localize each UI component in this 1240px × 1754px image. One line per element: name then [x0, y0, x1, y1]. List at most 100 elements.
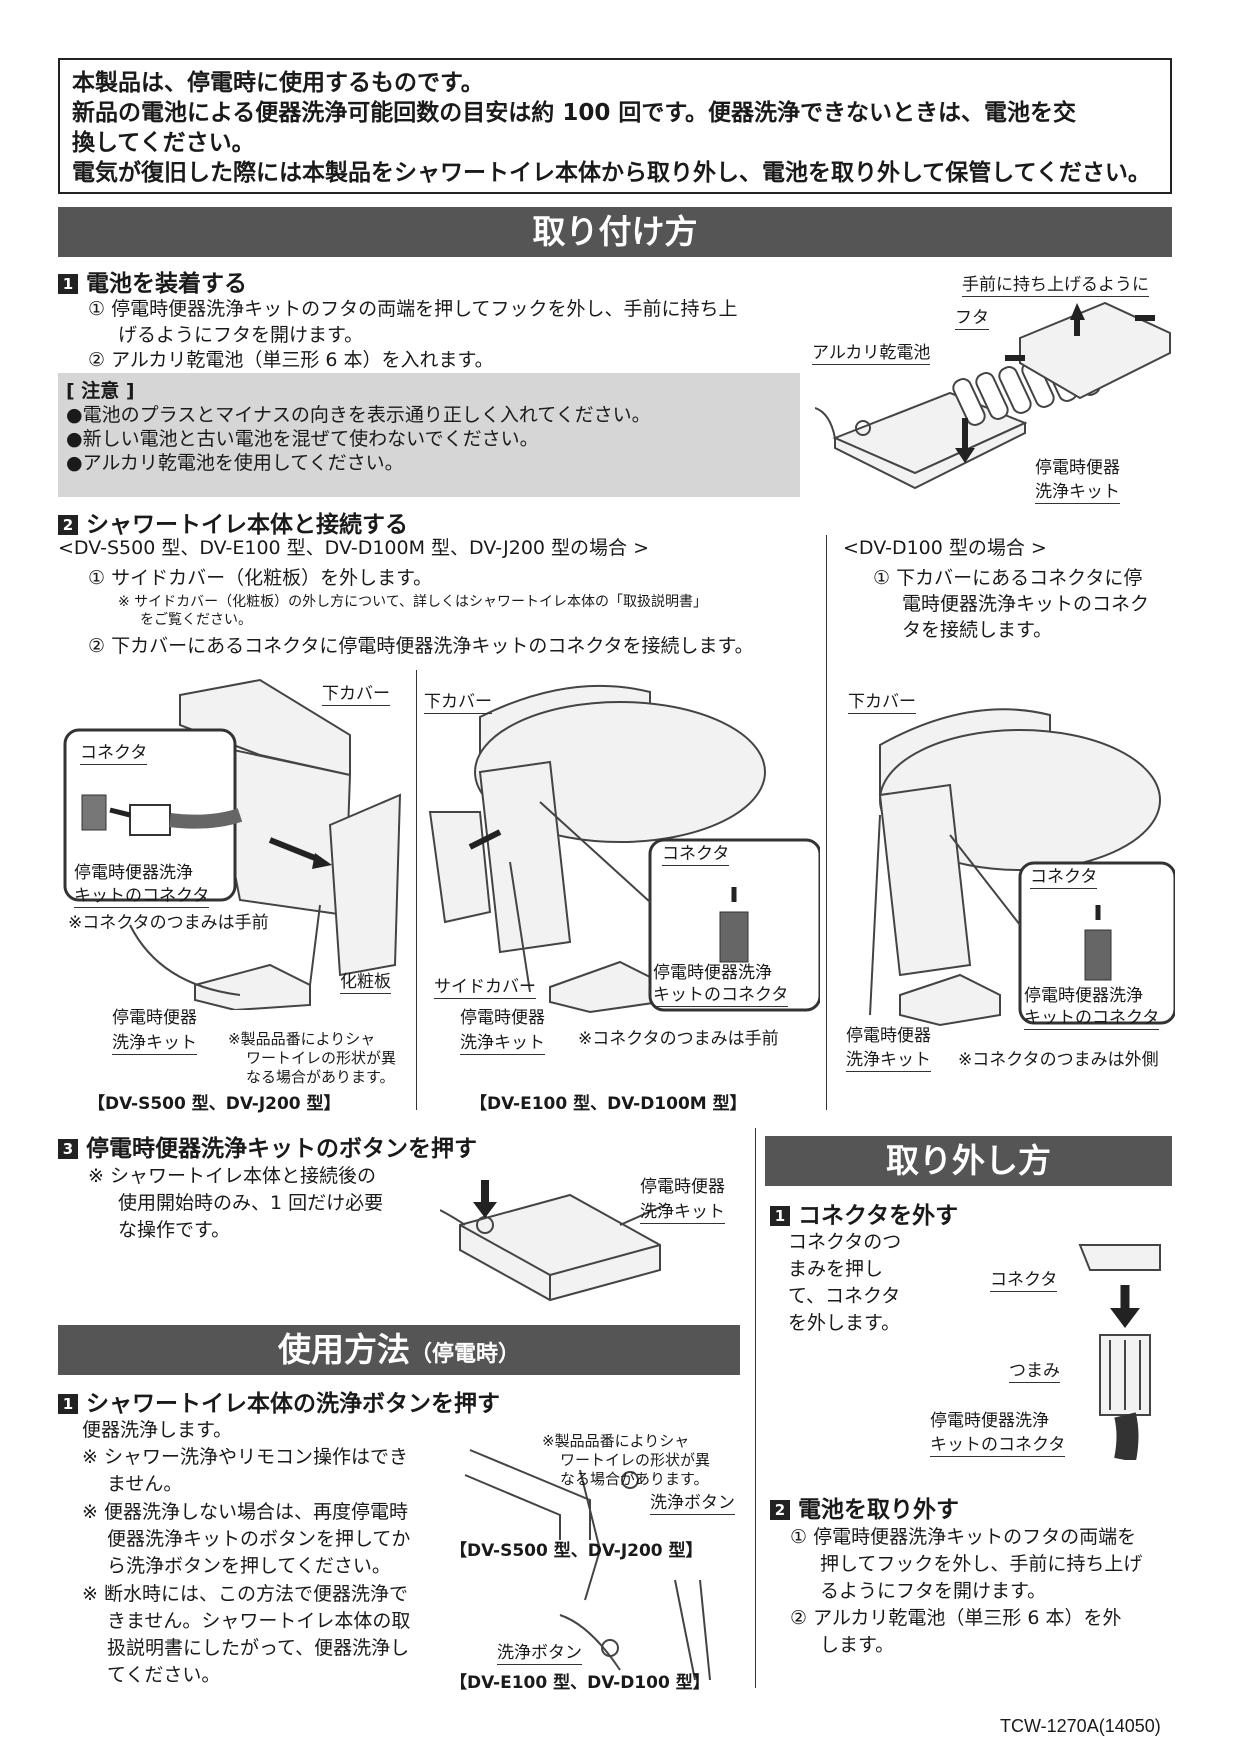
label-kit-connector: キットのコネクタ — [74, 886, 210, 908]
caution-item: ●電池のプラスとマイナスの向きを表示通り正しく入れてください。 — [66, 404, 651, 426]
label-flush-button: 洗浄ボタン — [497, 1643, 582, 1665]
label-connector: コネクタ — [80, 743, 148, 765]
remove-line: を外します。 — [788, 1312, 901, 1334]
column-divider — [826, 535, 827, 1110]
intro-line: 電気が復旧した際には本製品をシャワートイレ本体から取り外し、電池を取り外して保管… — [72, 160, 1151, 186]
label-kit-connector: 停電時便器洗浄 — [653, 963, 772, 983]
step-title: シャワートイレ本体と接続する — [86, 512, 408, 538]
shape-note: ※製品品番によりシャ — [228, 1030, 376, 1048]
step3-note: な操作です。 — [118, 1219, 231, 1241]
intro-line: 換してください。 — [72, 130, 255, 156]
fig-label-lid: フタ — [955, 308, 989, 330]
usage-line: ※ 便器洗浄しない場合は、再度停電時 — [82, 1501, 408, 1523]
remove-line: るようにフタを開けます。 — [820, 1580, 1047, 1602]
shape-note: ワートイレの形状が異 — [246, 1049, 397, 1067]
label-connector: コネクタ — [990, 1270, 1058, 1292]
step-title: コネクタを外す — [798, 1203, 959, 1229]
step-title: シャワートイレ本体の洗浄ボタンを押す — [86, 1391, 500, 1417]
step1-item2: ② アルカリ乾電池（単三形 6 本）を入れます。 — [88, 349, 494, 371]
label-lower-cover: 下カバー — [322, 684, 390, 706]
caption-s500: 【DV-S500 型、DV-J200 型】 — [450, 1541, 703, 1561]
flush-button-illustration — [464, 1449, 711, 1680]
label-knob-note: ※コネクタのつまみは外側 — [958, 1050, 1159, 1070]
step2-right-item1-cont: 電時便器洗浄キットのコネク — [902, 593, 1150, 615]
kit-button-illustration — [440, 1180, 666, 1302]
usage-line: きません。シャワートイレ本体の取 — [107, 1610, 411, 1632]
remove-line: コネクタのつ — [788, 1231, 902, 1253]
label-flush-button: 洗浄ボタン — [650, 1493, 735, 1515]
fig-label-lift: 手前に持ち上げるように — [962, 275, 1149, 297]
label-kit: 洗浄キット — [846, 1050, 931, 1072]
usage-line: ※ シャワー洗浄やリモコン操作はでき — [82, 1446, 408, 1468]
usage-line: 便器洗浄キットのボタンを押してか — [107, 1528, 411, 1550]
step-number: 2 — [770, 1500, 790, 1520]
caption-e100: 【DV-E100 型、DV-D100M 型】 — [470, 1094, 747, 1114]
label-kit-connector: キットのコネクタ — [930, 1435, 1066, 1457]
step1-item1-cont: げるようにフタを開けます。 — [118, 324, 364, 346]
caution-box: [ 注意 ] ●電池のプラスとマイナスの向きを表示通り正しく入れてください。 ●… — [58, 373, 800, 497]
step-title: 電池を装着する — [86, 271, 247, 297]
label-knob-note: ※コネクタのつまみは手前 — [68, 913, 269, 933]
fig-label-battery: アルカリ乾電池 — [812, 343, 931, 365]
step3-note: ※ シャワートイレ本体と接続後の — [88, 1165, 376, 1187]
lower-column-divider — [755, 1128, 756, 1688]
step2-left-subnote: ※ サイドカバー（化粧板）の外し方について、詳しくはシャワートイレ本体の「取扱説… — [118, 594, 708, 610]
remove-line: 押してフックを外し、手前に持ち上げ — [820, 1553, 1143, 1575]
caption-s500: 【DV-S500 型、DV-J200 型】 — [88, 1094, 341, 1114]
step1-item1: ① 停電時便器洗浄キットのフタの両端を押してフックを外し、手前に持ち上 — [88, 298, 738, 320]
fig-label-kit: 洗浄キット — [1035, 482, 1120, 504]
label-knob-note: ※コネクタのつまみは手前 — [578, 1029, 779, 1049]
intro-notice-box: 本製品は、停電時に使用するものです。 新品の電池による便器洗浄可能回数の目安は約… — [58, 58, 1172, 194]
step-number: 3 — [58, 1139, 78, 1159]
label-side-cover: サイドカバー — [434, 977, 536, 999]
step2-right-item1-cont: タを接続します。 — [902, 619, 1053, 641]
remove-line: ① 停電時便器洗浄キットのフタの両端を — [790, 1526, 1137, 1548]
label-connector: コネクタ — [1030, 867, 1098, 889]
label-kit: 洗浄キット — [460, 1033, 545, 1055]
figure-divider — [416, 670, 417, 1110]
remove-line: て、コネクタ — [788, 1285, 901, 1307]
label-panel: 化粧板 — [340, 972, 391, 994]
label-kit: 洗浄キット — [640, 1202, 725, 1224]
caution-item: ●アルカリ乾電池を使用してください。 — [66, 452, 404, 474]
step2-heading: 2 シャワートイレ本体と接続する — [58, 505, 408, 539]
usage-line: ※ 断水時には、この方法で便器洗浄で — [82, 1583, 408, 1605]
label-kit: 停電時便器 — [460, 1008, 545, 1028]
usage-title-sub: （停電時） — [409, 1342, 520, 1367]
label-kit-connector: 停電時便器洗浄 — [1024, 986, 1143, 1006]
toilet-illustration-e100 — [428, 684, 820, 1014]
label-kit: 停電時便器 — [640, 1177, 725, 1197]
caution-title: [ 注意 ] — [66, 380, 135, 402]
intro-line: 新品の電池による便器洗浄可能回数の目安は約 100 回です。便器洗浄できないとき… — [72, 100, 1077, 126]
battery-kit-illustration — [815, 301, 1171, 490]
label-kit-connector: キットのコネクタ — [653, 985, 789, 1007]
install-banner: 取り付け方 — [58, 207, 1172, 257]
step-title: 電池を取り外す — [798, 1497, 959, 1523]
step2-left-item2: ② 下カバーにあるコネクタに停電時便器洗浄キットのコネクタを接続します。 — [88, 635, 754, 657]
step2-right-heading: <DV-D100 型の場合 > — [843, 537, 1047, 559]
caution-item: ●新しい電池と古い電池を混ぜて使わないでください。 — [66, 428, 539, 450]
step3-note: 使用開始時のみ、1 回だけ必要 — [118, 1192, 384, 1214]
step-number: 1 — [58, 274, 78, 294]
remove-step2-heading: 2 電池を取り外す — [770, 1490, 959, 1524]
step1-heading: 1 電池を装着する — [58, 264, 247, 298]
usage-line: てください。 — [107, 1664, 221, 1686]
intro-line: 本製品は、停電時に使用するものです。 — [72, 70, 484, 96]
shape-note: ワートイレの形状が異 — [560, 1451, 711, 1469]
label-kit-connector: キットのコネクタ — [1024, 1008, 1160, 1030]
step-number: 2 — [58, 515, 78, 535]
step2-right-item1: ① 下カバーにあるコネクタに停 — [873, 567, 1143, 589]
label-lower-cover: 下カバー — [424, 692, 492, 714]
label-kit: 停電時便器 — [846, 1026, 931, 1046]
label-kit: 洗浄キット — [112, 1033, 197, 1055]
label-knob: つまみ — [1009, 1361, 1060, 1383]
connector-remove-illustration — [1078, 1244, 1161, 1460]
toilet-illustration-d100 — [869, 708, 1175, 1027]
remove-line: ② アルカリ乾電池（単三形 6 本）を外 — [790, 1607, 1122, 1629]
document-code: TCW-1270A(14050) — [1000, 1716, 1161, 1736]
remove-banner: 取り外し方 — [765, 1136, 1172, 1186]
toilet-illustration-s500 — [63, 678, 402, 1010]
